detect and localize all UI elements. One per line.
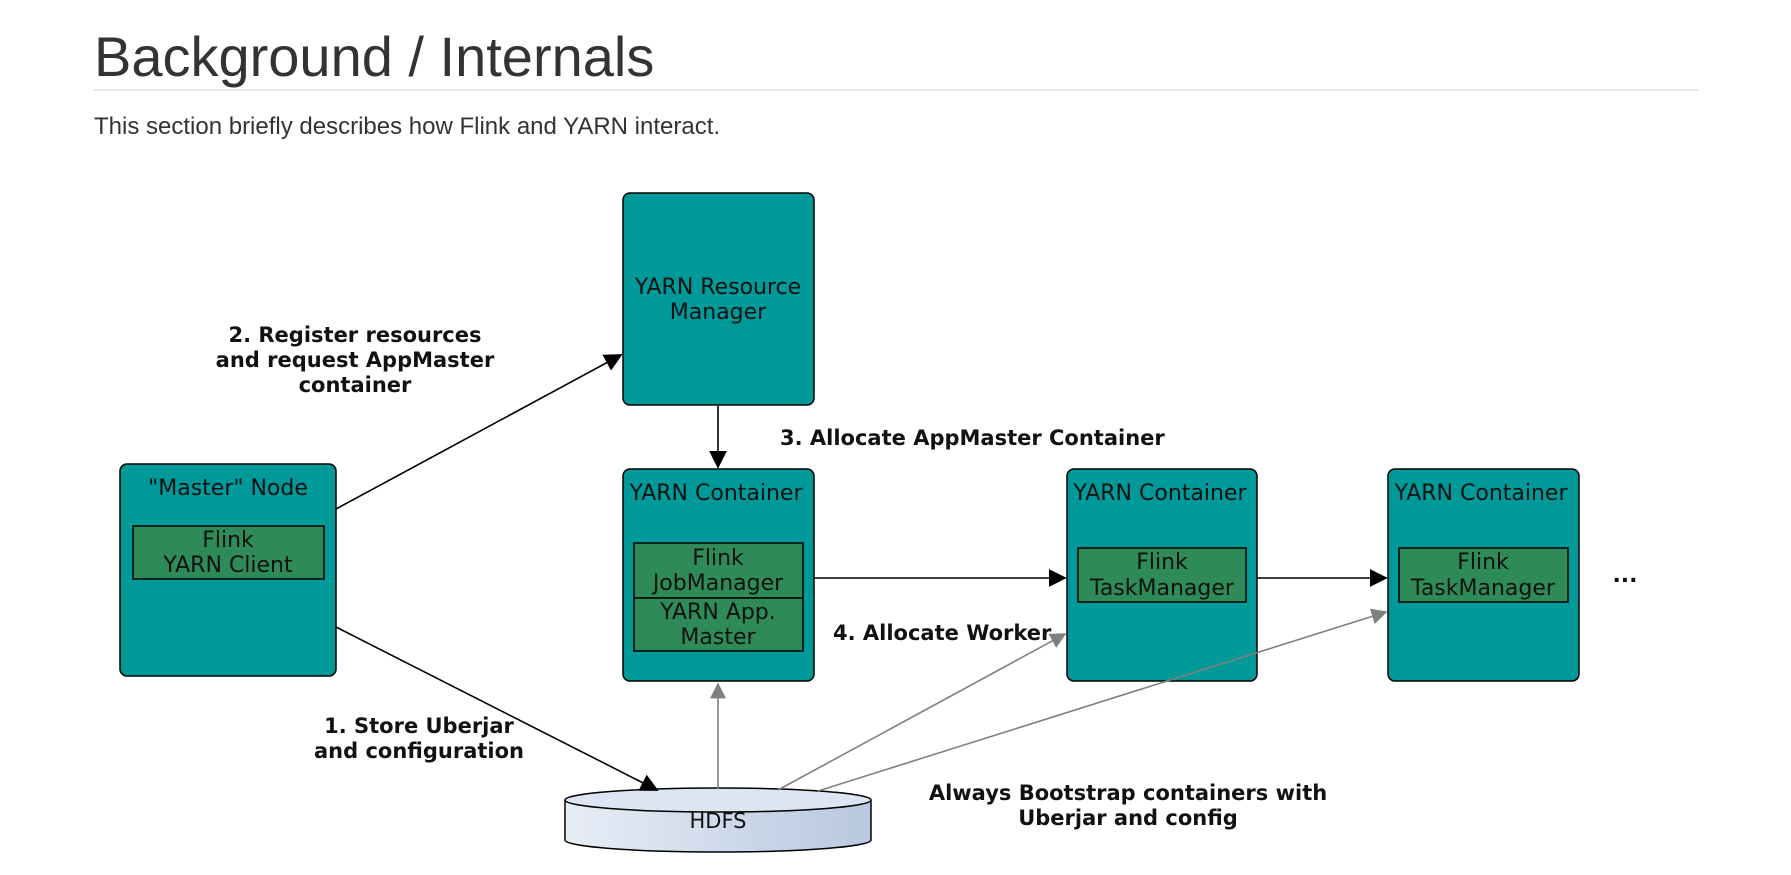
step1-label-line1: 1. Store Uberjar [324,714,514,738]
app-master-line1: YARN App. [659,600,776,625]
bootstrap-label-line2: Uberjar and config [1018,806,1238,830]
arrow-store-uberjar [335,626,659,791]
worker-container-2-title: YARN Container [1393,481,1568,506]
page-title: Background / Internals [94,25,655,88]
step3-label: 3. Allocate AppMaster Container [780,426,1165,450]
taskmanager-1-line1: Flink [1136,550,1188,575]
taskmanager-1-line2: TaskManager [1089,576,1235,601]
master-node-title: "Master" Node [148,476,308,501]
step2-label-line1: 2. Register resources [228,323,481,347]
jobmanager-box: Flink JobManager [633,542,804,599]
step2-label-line3: container [299,373,412,397]
client-label-line2: YARN Client [162,553,293,578]
more-containers-marker: ... [1612,563,1637,588]
step2-label-line2: and request AppMaster [216,348,495,372]
hdfs-label: HDFS [689,809,746,833]
flink-yarn-client-box: Flink YARN Client [132,525,325,580]
resource-manager-box: YARN Resource Manager [622,192,815,406]
client-label-line1: Flink [202,528,254,553]
arrow-hdfs-to-worker-2 [817,608,1388,792]
jobmanager-line2: JobManager [651,571,784,596]
taskmanager-1-box: Flink TaskManager [1077,547,1247,603]
taskmanager-2-box: Flink TaskManager [1398,547,1569,603]
intro-text: This section briefly describes how Flink… [94,113,721,140]
step1-label-line2: and configuration [314,739,524,763]
resource-manager-line2: Manager [670,300,767,325]
master-node-box: "Master" Node Flink YARN Client [119,463,337,677]
worker-container-1-title: YARN Container [1072,481,1247,506]
yarn-app-master-box: YARN App. Master [633,597,804,652]
appmaster-container-title: YARN Container [628,481,803,506]
hdfs-cylinder: HDFS [564,787,872,853]
arrow-hdfs-to-worker-1 [777,633,1067,791]
arrow-register-resources [335,354,623,510]
worker-container-1-box: YARN Container Flink TaskManager [1066,468,1258,682]
resource-manager-line1: YARN Resource [634,275,801,300]
bootstrap-label-line1: Always Bootstrap containers with [929,781,1327,805]
worker-container-2-box: YARN Container Flink TaskManager [1387,468,1580,682]
jobmanager-line1: Flink [692,546,744,571]
step4-label: 4. Allocate Worker [833,621,1052,645]
app-master-line2: Master [680,625,756,650]
taskmanager-2-line2: TaskManager [1410,576,1556,601]
appmaster-container-box: YARN Container Flink JobManager YARN App… [622,468,815,682]
title-divider [94,89,1698,91]
taskmanager-2-line1: Flink [1457,550,1509,575]
